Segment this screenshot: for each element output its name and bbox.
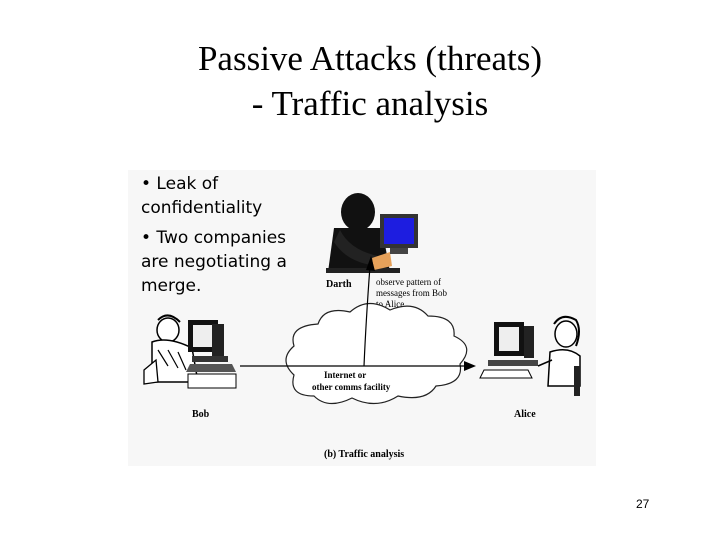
darth-monitor-screen <box>384 218 414 244</box>
observe-text-line-2: messages from Bob <box>376 288 447 298</box>
observe-arrow <box>363 265 371 367</box>
title-line-1: Passive Attacks (threats) <box>197 39 543 78</box>
cloud-label-line-1: Internet or <box>324 370 366 380</box>
bullet-line: merge. <box>141 276 202 296</box>
internet-cloud <box>285 302 468 405</box>
figure-caption: (b) Traffic analysis <box>324 449 404 460</box>
bullet-item: • Two companies are negotiating a merge. <box>141 226 287 298</box>
darth-icon <box>326 193 418 273</box>
bob-icon <box>143 314 237 389</box>
traffic-analysis-figure: Darth observe pattern of messages from B… <box>128 170 596 466</box>
bullet-list: • Leak of confidentiality • Two companie… <box>141 172 287 304</box>
bullet-line: are negotiating a <box>141 252 287 272</box>
darth-label: Darth <box>326 279 352 290</box>
observe-text-line-3: to Alice <box>376 299 404 309</box>
bullet-line: • Leak of <box>141 174 219 194</box>
title-line-2: - Traffic analysis <box>251 84 489 123</box>
observe-arrow-head-icon <box>366 256 375 271</box>
traffic-analysis-diagram: Darth observe pattern of messages from B… <box>143 193 581 460</box>
bullet-line: • Two companies <box>141 228 287 248</box>
bullet-line: confidentiality <box>141 198 263 218</box>
cloud-label-line-2: other comms facility <box>312 382 391 392</box>
arrow-head-icon <box>464 361 476 371</box>
bob-label: Bob <box>192 409 210 420</box>
page-number: 27 <box>636 497 650 511</box>
alice-icon <box>479 315 581 396</box>
bullet-item: • Leak of confidentiality <box>141 172 287 220</box>
slide-title: Passive Attacks (threats) - Traffic anal… <box>0 36 720 126</box>
observe-text-line-1: observe pattern of <box>376 277 441 287</box>
alice-label: Alice <box>514 409 536 420</box>
